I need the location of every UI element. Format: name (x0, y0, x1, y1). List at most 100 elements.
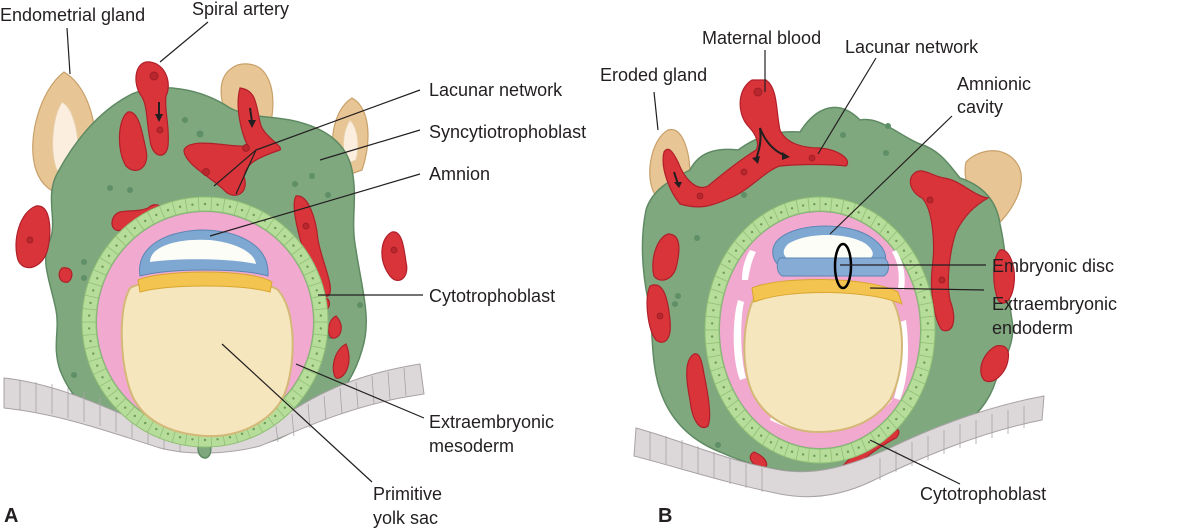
cytotrophoblast-nucleus (857, 446, 860, 449)
cytotrophoblast-cell-boundary (772, 208, 780, 222)
cytotrophoblast-nucleus (299, 254, 303, 257)
label-lacunar-network-b: Lacunar network (845, 37, 979, 57)
cytotrophoblast-cell-boundary (106, 388, 119, 398)
cytotrophoblast-nucleus (877, 434, 881, 437)
cytotrophoblast-nucleus (96, 364, 99, 367)
hypoblast-a (137, 271, 273, 293)
cytotrophoblast-cell-boundary (311, 294, 326, 299)
cytotrophoblast-nucleus (759, 434, 763, 437)
cytotrophoblast-nucleus (710, 322, 714, 325)
cytotrophoblast-nucleus (790, 450, 794, 453)
cytotrophoblast-nucleus (124, 406, 127, 409)
cytotrophoblast-nucleus (886, 230, 890, 234)
cytotrophoblast-nucleus (252, 213, 255, 217)
cytotrophoblast-cell-boundary (265, 218, 275, 231)
cytotrophoblast-cell-boundary (762, 214, 770, 228)
cytotrophoblast-nucleus (283, 235, 286, 238)
cytotrophoblast-nucleus (895, 239, 898, 243)
cytotrophoblast-nucleus (252, 427, 255, 431)
cytotrophoblast-nucleus (780, 211, 783, 214)
cytotrophoblast-nucleus (319, 327, 323, 330)
cytotrophoblast-nucleus (87, 314, 91, 317)
cytotrophoblast-nucleus (315, 352, 318, 355)
cytotrophoblast-cell-boundary (82, 333, 97, 336)
amniotic-cavity-a (150, 239, 256, 264)
label-extraembryonic-mesoderm-2: mesoderm (429, 436, 514, 456)
cytotrophoblast-nucleus (877, 223, 881, 226)
cytotrophoblast-nucleus (311, 364, 314, 367)
uterine-epithelium-b (633, 395, 1045, 498)
label-primitive-yolk-sac-1: Primitive (373, 484, 442, 504)
cytotrophoblast-cell-boundary (807, 448, 810, 463)
label-spiral-artery: Spiral artery (192, 0, 289, 19)
cytotrophoblast-cell-boundary (88, 357, 102, 363)
cytotrophoblast-cell-boundary (887, 230, 898, 242)
cytotrophoblast-nucleus (133, 226, 136, 230)
leader-lines-b (653, 50, 986, 485)
cytotrophoblast-cell-boundary (860, 438, 868, 452)
cytotrophoblast-nucleus (274, 414, 277, 418)
cytotrophoblast-nucleus (915, 386, 918, 389)
cytotrophoblast-cell-boundary (795, 446, 800, 461)
cytotrophoblast-cell-boundary (222, 198, 226, 213)
cytotrophoblast-nucleus (722, 386, 725, 389)
cytotrophoblast-nucleus (919, 373, 923, 377)
cytotrophoblast-nucleus (155, 427, 158, 431)
cytotrophoblast-cell-boundary (291, 388, 304, 398)
cytotrophoblast-cell-boundary (918, 354, 933, 359)
cytotrophoblast-nucleus (311, 277, 314, 280)
cytotrophoblast-nucleus (734, 408, 738, 411)
cytotrophoblast-nucleus (923, 361, 926, 364)
cytotrophoblast-nucleus (306, 265, 309, 268)
cytotrophoblast-nucleus (750, 426, 754, 430)
cytotrophoblast-nucleus (710, 335, 714, 338)
blood-flow-arrows-a (155, 102, 256, 128)
cytotrophoblast-cell-boundary (850, 443, 856, 457)
cytotrophoblast-nucleus (728, 397, 731, 400)
cytotrophoblast-cell-boundary (742, 418, 753, 430)
cytotrophoblast-nucleus (714, 296, 717, 299)
label-extraembryonic-endoderm-2: endoderm (992, 318, 1073, 338)
cytotrophoblast-nucleus (895, 417, 898, 421)
cytotrophoblast-cell-boundary (197, 197, 200, 212)
cytotrophoblast-cells-b (705, 197, 935, 463)
cytotrophoblast-nucleus (926, 335, 930, 338)
cytotrophoblast-nucleus (283, 406, 286, 409)
cytotrophoblast-nucleus (155, 213, 158, 217)
cytotrophoblast-cell-boundary (283, 398, 295, 409)
cytotrophoblast-nucleus (101, 376, 104, 379)
cytotrophoblast-nucleus (87, 327, 91, 330)
label-lacunar-network-a: Lacunar network (429, 80, 563, 100)
cytotrophoblast-cell-boundary (93, 269, 107, 276)
cytotrophoblast-cell-boundary (275, 226, 285, 238)
label-amnion: Amnion (429, 164, 490, 184)
cytotrophoblast-nucleus (886, 426, 890, 430)
blastocyst-b (704, 196, 936, 464)
cytotrophoblast-cell-boundary (303, 269, 317, 276)
cytotrophoblast-nucleus (801, 204, 805, 207)
cytotrophoblast-cell-boundary (918, 301, 933, 306)
cytotrophoblast-nucleus (919, 283, 923, 287)
cytotrophoblast-cell-boundary (830, 197, 833, 212)
cytotrophoblast-nucleus (133, 414, 136, 418)
cytotrophoblast-cell-boundary (901, 399, 914, 409)
cytotrophoblast-cell-boundary (93, 368, 107, 375)
label-embryonic-disc: Embryonic disc (992, 256, 1114, 276)
syncytio-nuclei-a (71, 117, 363, 378)
cytotrophoblast-cell-boundary (860, 208, 868, 222)
cytotrophoblast-cell-boundary (795, 199, 800, 214)
label-amnionic-cavity-2: cavity (957, 97, 1003, 117)
cytotrophoblast-cell-boundary (308, 281, 322, 287)
cytotrophoblast-nucleus (107, 387, 111, 390)
panel-label-a: A (4, 505, 18, 527)
cytotrophoblast-cell-boundary (88, 281, 102, 287)
cytotrophoblast-nucleus (813, 454, 816, 458)
cytotrophoblast-cell-boundary (147, 211, 155, 225)
cytotrophoblast-cell-boundary (784, 203, 790, 217)
cytotrophoblast-nucleus (228, 205, 232, 208)
cytotrophoblast-nucleus (318, 339, 321, 343)
cytotrophoblast-cell-boundary (912, 275, 926, 282)
cytotrophoblast-cell-boundary (879, 222, 888, 234)
cytotrophoblast-cell-boundary (106, 246, 119, 256)
